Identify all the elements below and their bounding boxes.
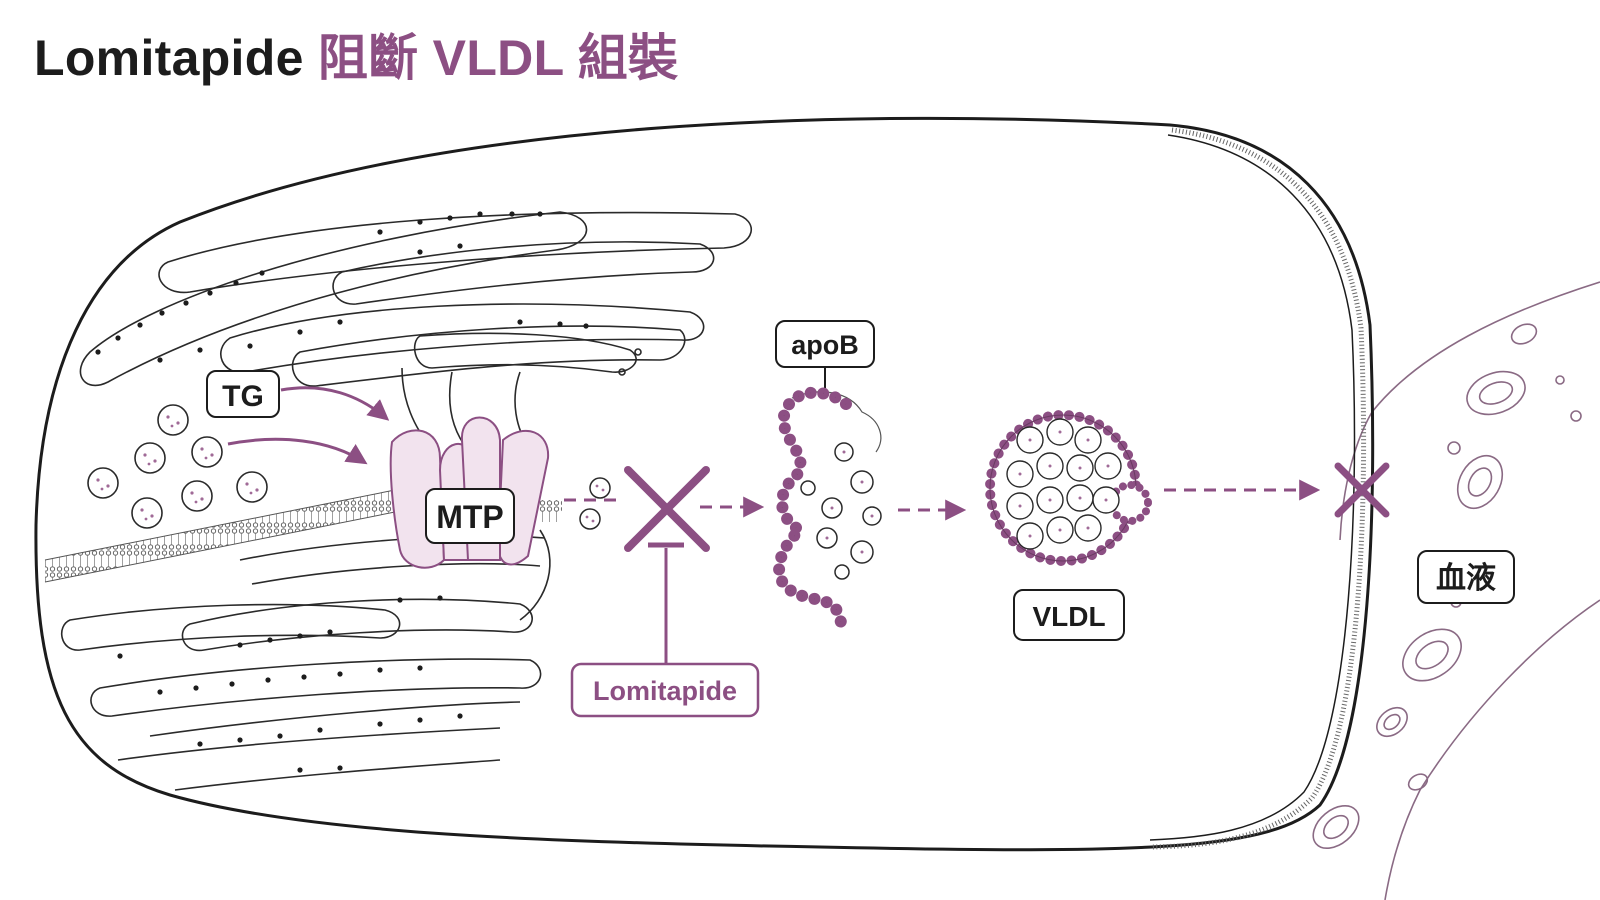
diagram-title: Lomitapide 阻斷 VLDL 組裝 [34, 28, 678, 88]
tg-arrow-upper [280, 386, 390, 421]
apob-label-text: apoB [791, 330, 859, 360]
title-action: 阻斷 VLDL 組裝 [317, 30, 679, 86]
apob-lipid-droplets [800, 442, 882, 580]
tg-droplets [87, 404, 268, 529]
inhibition-line [648, 542, 684, 664]
mtp-block-x-icon [624, 466, 710, 552]
er-membrane-bilayer [44, 487, 562, 583]
endoplasmic-reticulum-lower [60, 529, 551, 791]
tg-label-text: TG [222, 380, 264, 413]
ribosomes-lower [117, 595, 463, 773]
assembly-pathway [564, 479, 1321, 521]
ribosomes-upper [95, 211, 589, 363]
secretion-block-x-icon [1334, 462, 1390, 518]
blood-label-text: 血液 [1436, 562, 1496, 595]
tg-droplet-cores [96, 415, 259, 521]
lipid-particle-cores [585, 484, 605, 523]
apob-lipid-cores [825, 450, 874, 554]
tg-label: TG [206, 370, 280, 418]
apob-chain [773, 386, 852, 638]
cell-membrane [34, 116, 1375, 852]
blood-label: 血液 [1417, 550, 1515, 604]
title-drug-name: Lomitapide [34, 30, 304, 86]
vldl-label: VLDL [1013, 589, 1125, 641]
tg-arrow-lower [227, 437, 368, 465]
lomitapide-label: Lomitapide [570, 662, 760, 718]
mtp-label: MTP [425, 488, 515, 544]
mtp-label-text: MTP [436, 499, 504, 535]
vldl-particle [985, 410, 1152, 566]
apob-label: apoB [775, 320, 875, 388]
lomitapide-label-text: Lomitapide [593, 676, 737, 706]
blood-vessel [1312, 281, 1600, 900]
lipid-particles [579, 477, 611, 530]
endoplasmic-reticulum-upper [79, 211, 752, 451]
vldl-label-text: VLDL [1032, 601, 1105, 632]
